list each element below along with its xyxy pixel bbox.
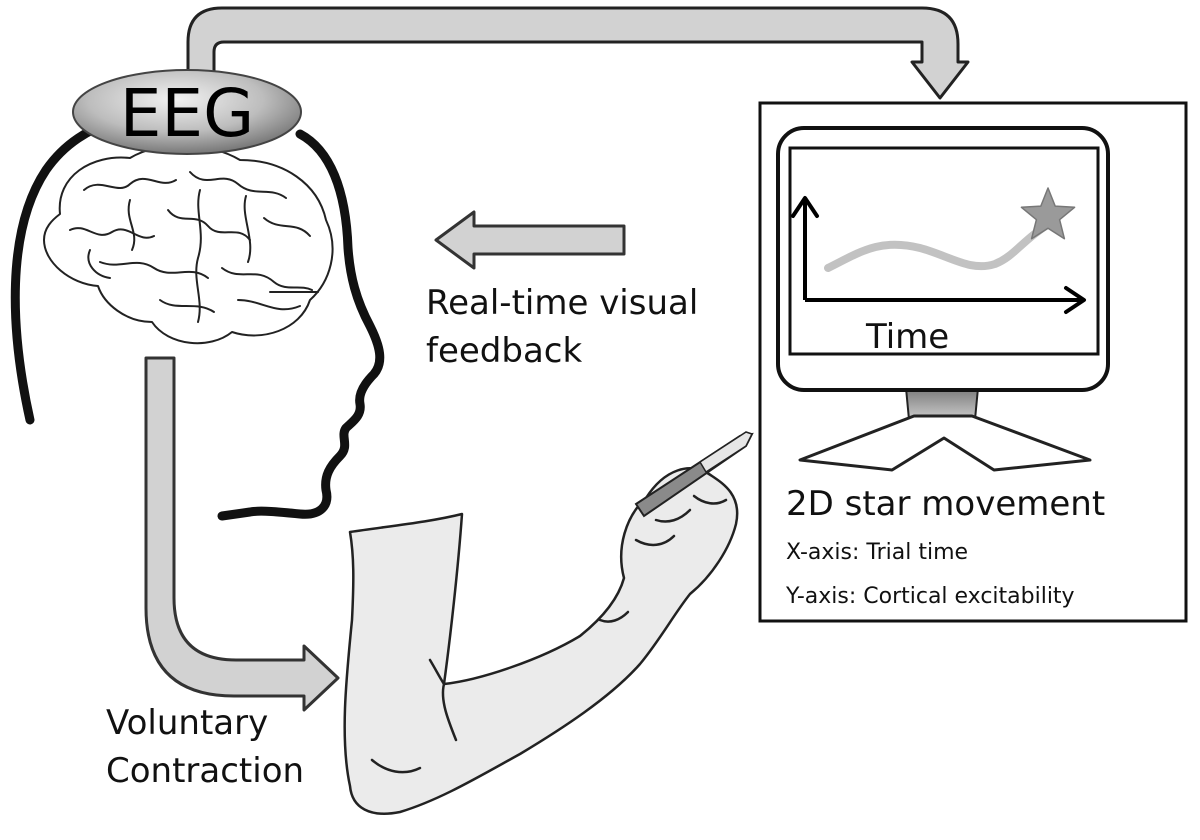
feedback-arrow <box>434 210 626 270</box>
screen-y-axis-arrowhead <box>791 196 819 218</box>
arm-illustration <box>343 467 739 815</box>
feedback-label-line1: Real-time visual <box>426 283 699 323</box>
brain-to-muscle-arrow <box>144 356 340 712</box>
feedback-label: Real-time visual feedback <box>426 280 698 375</box>
contraction-label: Voluntary Contraction <box>106 700 304 795</box>
contraction-label-line2: Contraction <box>106 750 305 791</box>
contraction-label-line1: Voluntary <box>106 703 269 743</box>
screen-plot <box>791 187 1086 314</box>
star-movement-title: 2D star movement <box>786 484 1106 524</box>
screen-x-axis-arrowhead <box>1064 286 1086 314</box>
monitor <box>776 126 1110 472</box>
eeg-label: EEG <box>120 75 255 152</box>
brain <box>43 144 334 345</box>
y-axis-description: Y-axis: Cortical excitability <box>786 584 1075 609</box>
stylus <box>634 431 754 518</box>
screen-time-label: Time <box>866 317 950 357</box>
feedback-star <box>1020 187 1076 240</box>
cortical-trace <box>824 218 1056 272</box>
monitor-screen <box>788 146 1100 356</box>
x-axis-description: X-axis: Trial time <box>786 540 969 565</box>
feedback-label-line2: feedback <box>426 330 583 371</box>
eeg-to-monitor-arrow <box>186 6 970 100</box>
monitor-stand-base <box>798 414 1092 472</box>
eeg-headset <box>72 69 302 155</box>
